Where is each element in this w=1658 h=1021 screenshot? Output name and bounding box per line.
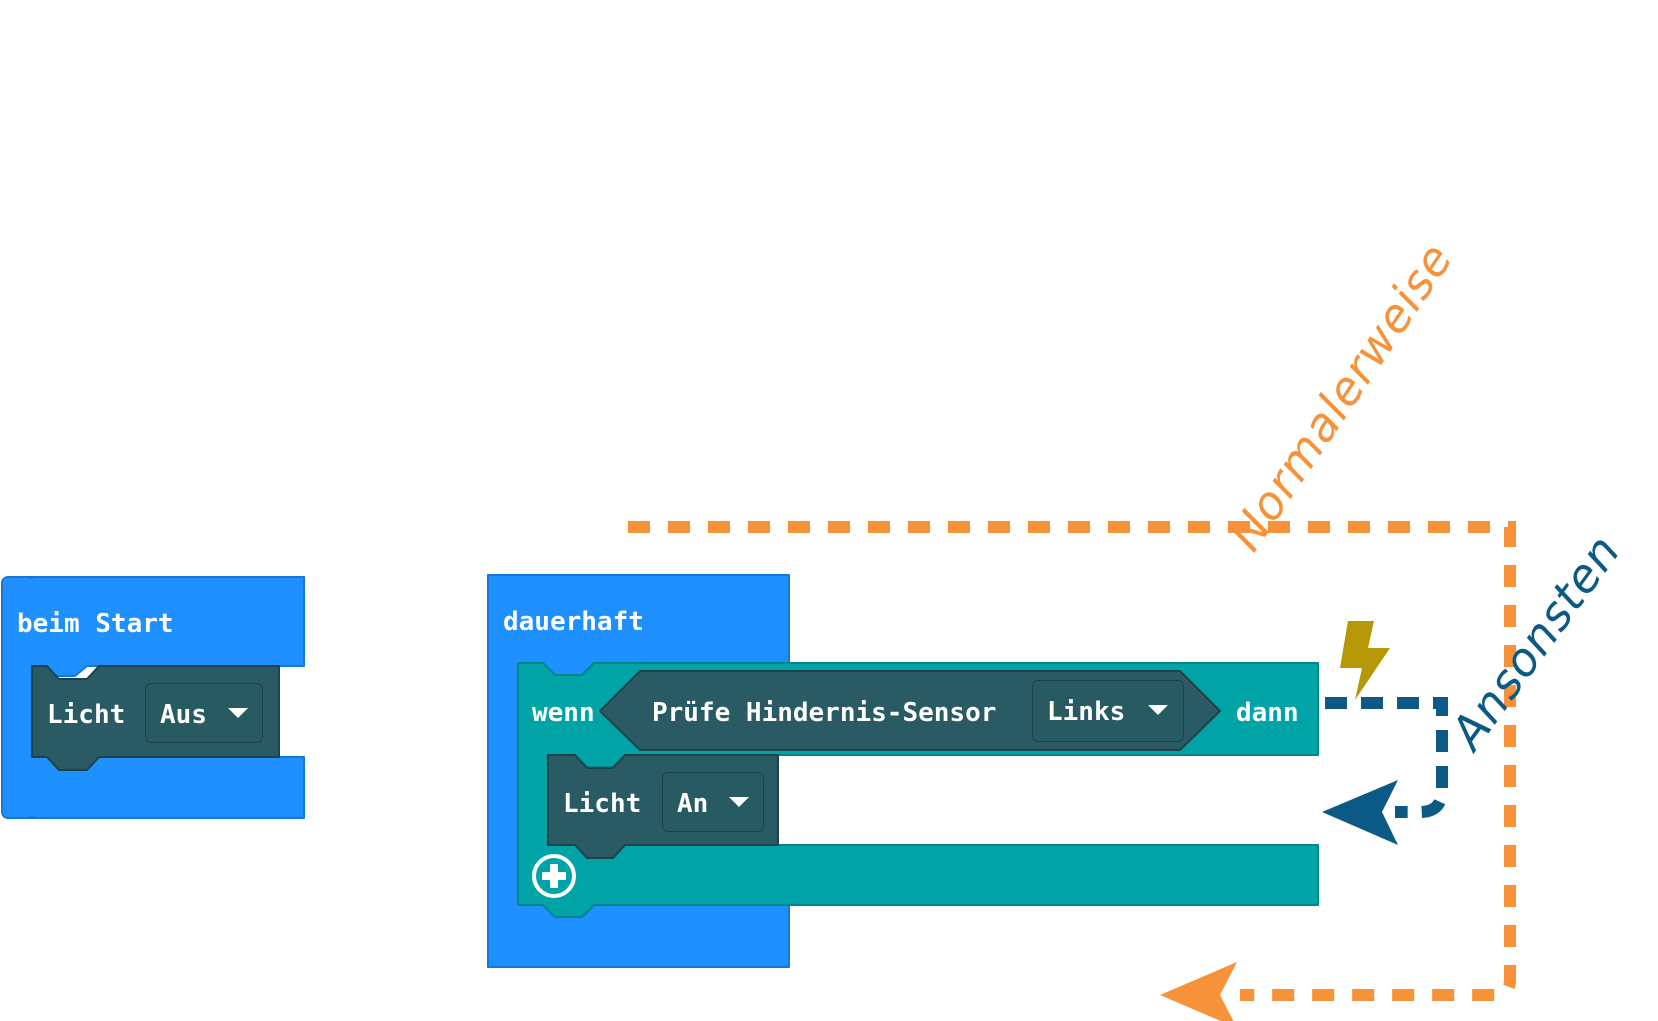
light-dropdown-off-value: Aus [160, 700, 207, 730]
if-label: wenn [532, 698, 595, 728]
chevron-down-icon [1148, 705, 1168, 715]
sensor-dropdown[interactable]: Links [1032, 680, 1184, 742]
sensor-label: Prüfe Hindernis-Sensor [652, 698, 997, 728]
else-path-arrow [1322, 697, 1448, 845]
light-dropdown-off[interactable]: Aus [145, 683, 263, 743]
light-dropdown-on[interactable]: An [662, 772, 764, 832]
on-start-label: beim Start [17, 609, 174, 639]
add-icon[interactable] [532, 854, 576, 898]
light-label-off: Licht [47, 700, 126, 730]
forever-label: dauerhaft [503, 607, 644, 637]
chevron-down-icon [228, 708, 248, 718]
light-dropdown-on-value: An [677, 789, 709, 819]
light-label-on: Licht [563, 789, 642, 819]
lightning-icon [1340, 621, 1390, 700]
normal-path-arrow [628, 521, 1516, 1021]
sensor-dropdown-value: Links [1047, 697, 1126, 727]
chevron-down-icon [729, 797, 749, 807]
then-label: dann [1236, 698, 1299, 728]
